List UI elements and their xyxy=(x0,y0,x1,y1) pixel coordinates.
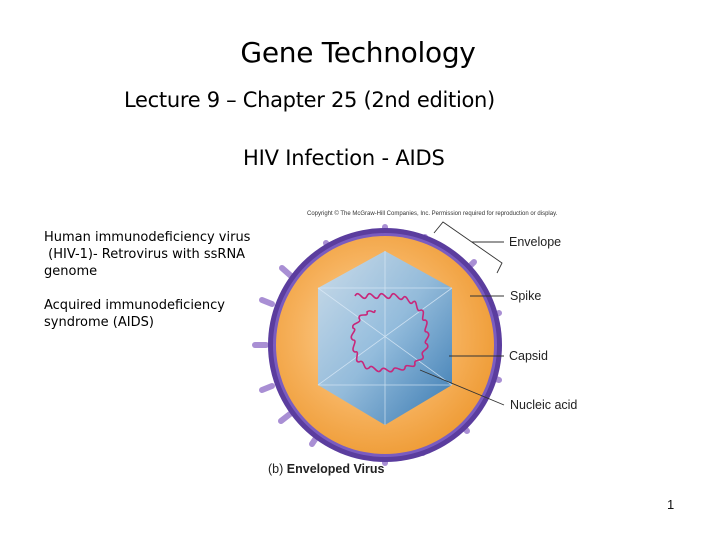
slide-title: Gene Technology xyxy=(240,36,476,69)
description-text: Human immunodeficiency virus (HIV-1)- Re… xyxy=(44,229,274,331)
page-number: 1 xyxy=(667,497,675,512)
aids-definition: Acquired immunodeficiency syndrome (AIDS… xyxy=(44,298,226,330)
label-capsid: Capsid xyxy=(509,349,548,363)
hiv-definition: Human immunodeficiency virus (HIV-1)- Re… xyxy=(44,230,251,279)
label-envelope: Envelope xyxy=(509,235,562,249)
slide-heading: HIV Infection - AIDS xyxy=(243,146,445,170)
copyright-notice: Copyright © The McGraw-Hill Companies, I… xyxy=(307,211,558,217)
nucleic-acid-coil xyxy=(350,292,430,373)
slide-subtitle: Lecture 9 – Chapter 25 (2nd edition) xyxy=(124,88,495,112)
figure-caption: (b) Enveloped Virus xyxy=(268,462,385,476)
label-spike: Spike xyxy=(510,289,542,303)
label-nucleic-acid: Nucleic acid xyxy=(510,398,578,412)
